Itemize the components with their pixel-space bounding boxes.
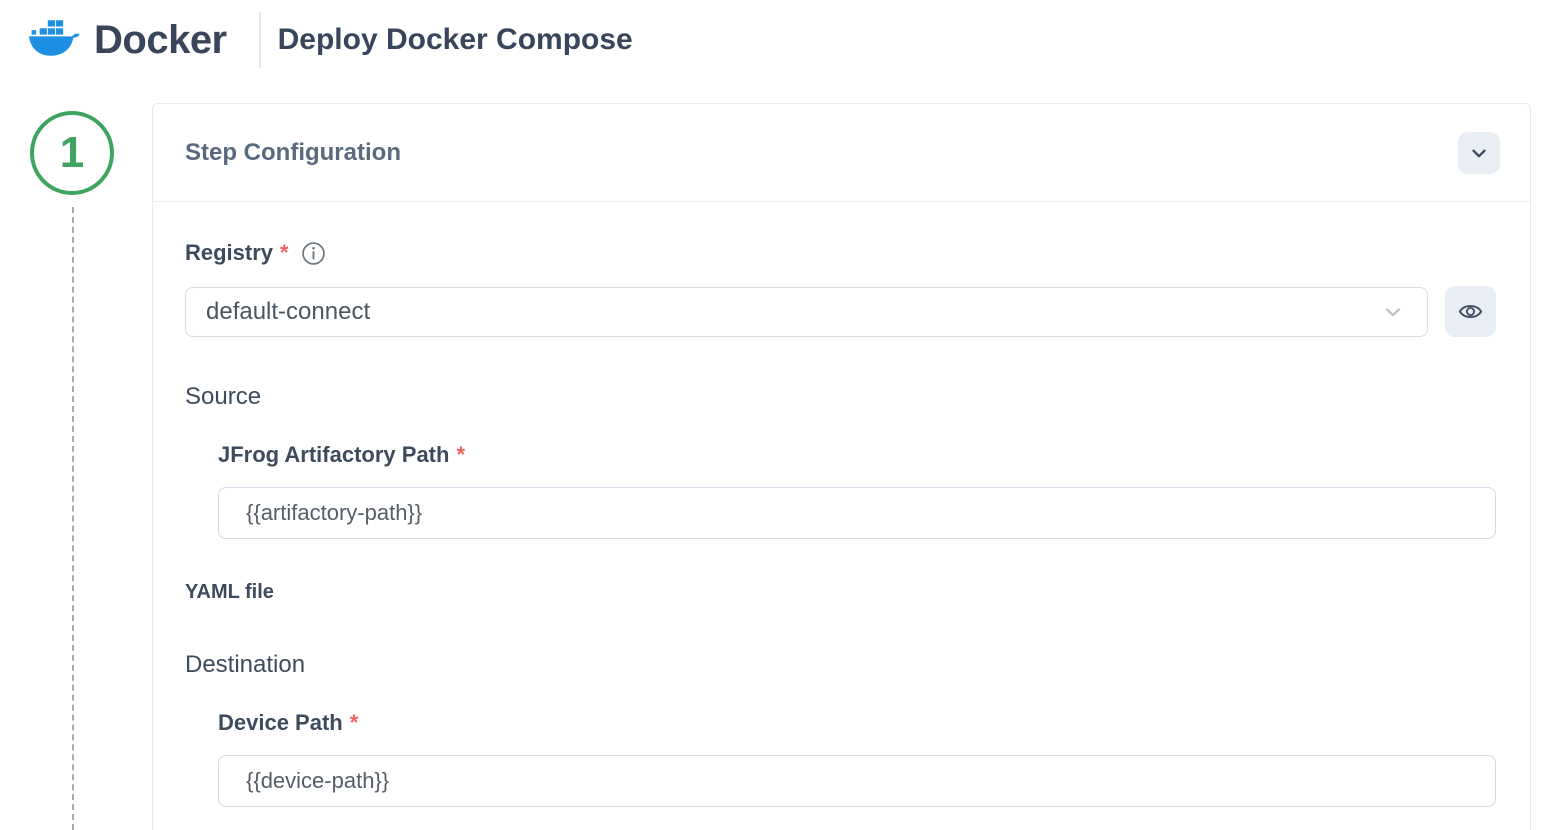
device-path-input[interactable] xyxy=(218,755,1496,807)
app-title: Docker xyxy=(94,17,227,62)
card-header: Step Configuration xyxy=(153,104,1530,202)
registry-selected-value: default-connect xyxy=(206,297,371,325)
page-title: Deploy Docker Compose xyxy=(277,23,633,56)
artifactory-label-row: JFrog Artifactory Path * xyxy=(218,441,1496,469)
app-header: Docker Deploy Docker Compose xyxy=(0,0,1542,80)
device-path-label: Device Path xyxy=(218,710,343,735)
header-divider xyxy=(258,12,261,68)
registry-label: Registry xyxy=(185,240,274,265)
registry-required-mark: * xyxy=(280,240,289,265)
card-title: Step Configuration xyxy=(185,138,401,166)
artifactory-required-mark: * xyxy=(456,442,466,467)
docker-logo-icon xyxy=(27,17,83,63)
card-body: Registry * default-connect xyxy=(153,238,1530,807)
collapse-button[interactable] xyxy=(1458,131,1500,174)
artifactory-path-label: JFrog Artifactory Path xyxy=(218,442,450,467)
source-section-label: Source xyxy=(185,383,262,410)
chevron-down-icon xyxy=(1468,142,1490,164)
yaml-file-label: YAML file xyxy=(185,581,274,603)
step-connector-line xyxy=(72,207,74,830)
step-configuration-card: Step Configuration Registry * xyxy=(152,103,1531,830)
step-number-badge: 1 xyxy=(30,111,114,195)
device-path-required-mark: * xyxy=(349,710,359,735)
info-icon[interactable] xyxy=(301,241,326,266)
registry-select-row: default-connect xyxy=(185,286,1496,337)
step-number: 1 xyxy=(59,128,85,177)
registry-label-row: Registry * xyxy=(185,238,1496,268)
reveal-registry-button[interactable] xyxy=(1445,286,1496,337)
destination-section-label: Destination xyxy=(185,651,306,678)
artifactory-path-input[interactable] xyxy=(218,487,1496,539)
eye-icon xyxy=(1457,298,1484,325)
registry-select[interactable]: default-connect xyxy=(185,286,1428,337)
device-path-label-row: Device Path * xyxy=(218,709,1496,737)
chevron-down-icon xyxy=(1381,300,1405,324)
